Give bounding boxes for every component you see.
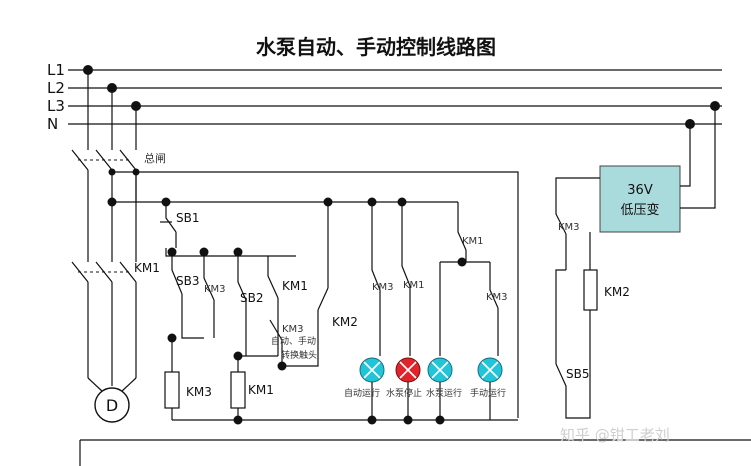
control-supply-line [112, 171, 519, 418]
main-switch-label: 总闸 [144, 151, 166, 165]
km2-contact-label: KM2 [332, 315, 358, 329]
km1-coil-label: KM1 [248, 383, 274, 397]
bus-label-n: N [47, 115, 58, 133]
transformer-box [599, 165, 681, 233]
motor-label: D [106, 396, 118, 415]
sb3-label: SB3 [176, 274, 199, 288]
lamp-label-stop: 水泵停止 [386, 387, 422, 399]
km1-aux-label: KM1 [282, 279, 308, 293]
sb2-label: SB2 [240, 291, 263, 305]
transformer-voltage: 36V [627, 183, 653, 198]
sb5-label: SB5 [566, 367, 589, 381]
selector-label-1: 自动、手动 [271, 335, 316, 347]
transformer-l3-wire [680, 106, 716, 209]
km2-coil [583, 269, 598, 311]
km3-coil [164, 371, 180, 409]
km3-right-label: KM3 [558, 222, 580, 233]
km3-coil-label: KM3 [186, 385, 212, 399]
sb2-contact [237, 252, 247, 356]
motor-symbol [94, 387, 130, 423]
sb1-label: SB1 [176, 211, 199, 225]
diagram-title: 水泵自动、手动控制线路图 [256, 35, 496, 59]
lamp34-wire [439, 261, 499, 356]
km3-aux-label: KM3 [204, 284, 226, 295]
km1-main-contact-label: KM1 [134, 261, 160, 275]
km2-coil-label: KM2 [604, 285, 630, 299]
lamp-manual-run [477, 357, 503, 383]
km3-selector-label: KM3 [282, 324, 304, 335]
km2-contact-wire [282, 202, 329, 367]
bus-label-l3: L3 [47, 97, 65, 115]
km1-top-label: KM1 [462, 236, 484, 247]
watermark: 知乎 @钳工老刘 [560, 426, 670, 444]
km1-top-contact [457, 202, 467, 262]
lamp-label-auto: 自动运行 [344, 387, 380, 399]
transformer-n-wire [680, 124, 691, 187]
lamp-label-manual: 手动运行 [470, 387, 506, 399]
km3-lamp4-label: KM3 [486, 292, 508, 303]
km1-aux-contact [267, 256, 279, 356]
lamp2-wire [401, 202, 411, 356]
bus-label-l2: L2 [47, 79, 65, 97]
km1-lamp-label: KM1 [403, 280, 425, 291]
sb1-switch [160, 202, 177, 248]
lamp-pump-stop [395, 357, 421, 383]
km3-aux-contact [203, 252, 215, 338]
control-branch-line [135, 172, 458, 203]
lamp-auto-run [359, 357, 385, 383]
km3-right-contact [555, 177, 600, 270]
km3-lamp-label: KM3 [372, 282, 394, 293]
sb3-contact [171, 252, 204, 339]
transformer-label: 低压变 [620, 202, 659, 218]
branch-row [165, 248, 296, 257]
lamp-pump-run [427, 357, 453, 383]
main-power-lines [71, 70, 140, 393]
lamp-label-run: 水泵运行 [426, 387, 462, 399]
sb5-wire [555, 269, 591, 419]
bus-label-l1: L1 [47, 61, 65, 79]
lamp1-wire [371, 202, 381, 356]
selector-label-2: 转换触头 [281, 349, 317, 361]
km1-coil [230, 371, 246, 409]
